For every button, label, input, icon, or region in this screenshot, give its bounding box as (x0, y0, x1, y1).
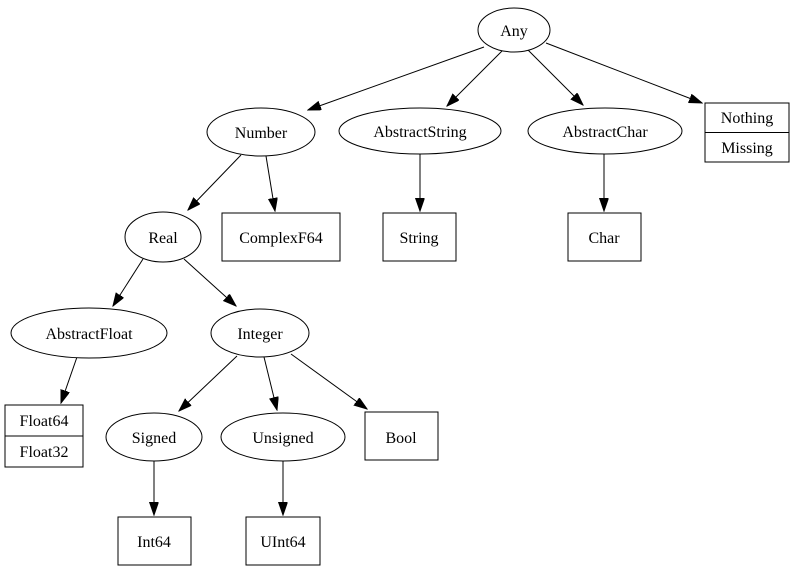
edges (61, 42, 702, 515)
abstractstring-label: AbstractString (373, 124, 466, 141)
bool-box (364, 411, 439, 461)
number-label: Number (235, 125, 288, 142)
node-uint64: UInt64 (245, 516, 321, 566)
complexf64-box (221, 212, 341, 262)
node-abstractstring: AbstractString (338, 107, 502, 155)
uint64-label: UInt64 (260, 534, 305, 551)
edge-abstractfloat-float64-float32 (61, 356, 78, 403)
node-complexf64: ComplexF64 (221, 212, 341, 262)
nodes: Any Number AbstractString AbstractChar N… (4, 7, 790, 566)
node-int64: Int64 (117, 516, 192, 566)
missing-label: Missing (721, 140, 773, 157)
edge-real-abstractfloat (113, 258, 144, 306)
node-integer: Integer (210, 308, 310, 358)
edge-number-real (188, 154, 242, 210)
abstractchar-ellipse (527, 107, 683, 155)
float64-label: Float64 (20, 413, 69, 430)
edge-any-nothing-missing (545, 42, 702, 103)
char-box (567, 212, 642, 262)
integer-label: Integer (237, 326, 283, 343)
edge-any-abstractstring (447, 50, 503, 106)
int64-box (117, 516, 192, 566)
bool-label: Bool (385, 430, 417, 447)
signed-label: Signed (132, 430, 176, 447)
uint64-box (245, 516, 321, 566)
node-abstractfloat: AbstractFloat (10, 307, 168, 359)
node-nothing-missing: Nothing Missing (704, 102, 790, 163)
abstractfloat-label: AbstractFloat (45, 326, 133, 343)
node-real: Real (124, 211, 202, 263)
edge-any-number (308, 46, 485, 110)
abstractfloat-ellipse (10, 307, 168, 359)
integer-ellipse (210, 308, 310, 358)
node-signed: Signed (105, 412, 203, 462)
edge-any-abstractchar (527, 49, 583, 105)
node-string: String (382, 212, 457, 262)
unsigned-label: Unsigned (252, 430, 313, 447)
string-label: String (399, 230, 438, 247)
string-box (382, 212, 457, 262)
signed-ellipse (105, 412, 203, 462)
node-char: Char (567, 212, 642, 262)
complexf64-label: ComplexF64 (239, 230, 323, 247)
real-label: Real (148, 230, 178, 247)
real-ellipse (124, 211, 202, 263)
any-label: Any (500, 23, 528, 40)
char-label: Char (588, 230, 620, 247)
abstractstring-ellipse (338, 107, 502, 155)
node-unsigned: Unsigned (220, 412, 346, 462)
unsigned-ellipse (220, 412, 346, 462)
edge-number-complexf64 (265, 155, 275, 211)
edge-integer-bool (290, 353, 367, 409)
edge-integer-signed (179, 355, 238, 411)
node-number: Number (206, 107, 316, 157)
number-ellipse (206, 107, 316, 157)
nothing-label: Nothing (721, 110, 773, 127)
abstractchar-label: AbstractChar (562, 124, 648, 141)
edge-integer-unsigned (263, 356, 277, 410)
edge-real-integer (183, 258, 236, 306)
any-ellipse (477, 7, 551, 53)
node-abstractchar: AbstractChar (527, 107, 683, 155)
float32-label: Float32 (20, 444, 69, 461)
node-bool: Bool (364, 411, 439, 461)
int64-label: Int64 (137, 534, 171, 551)
node-any: Any (477, 7, 551, 53)
node-float64-float32: Float64 Float32 (4, 404, 84, 468)
